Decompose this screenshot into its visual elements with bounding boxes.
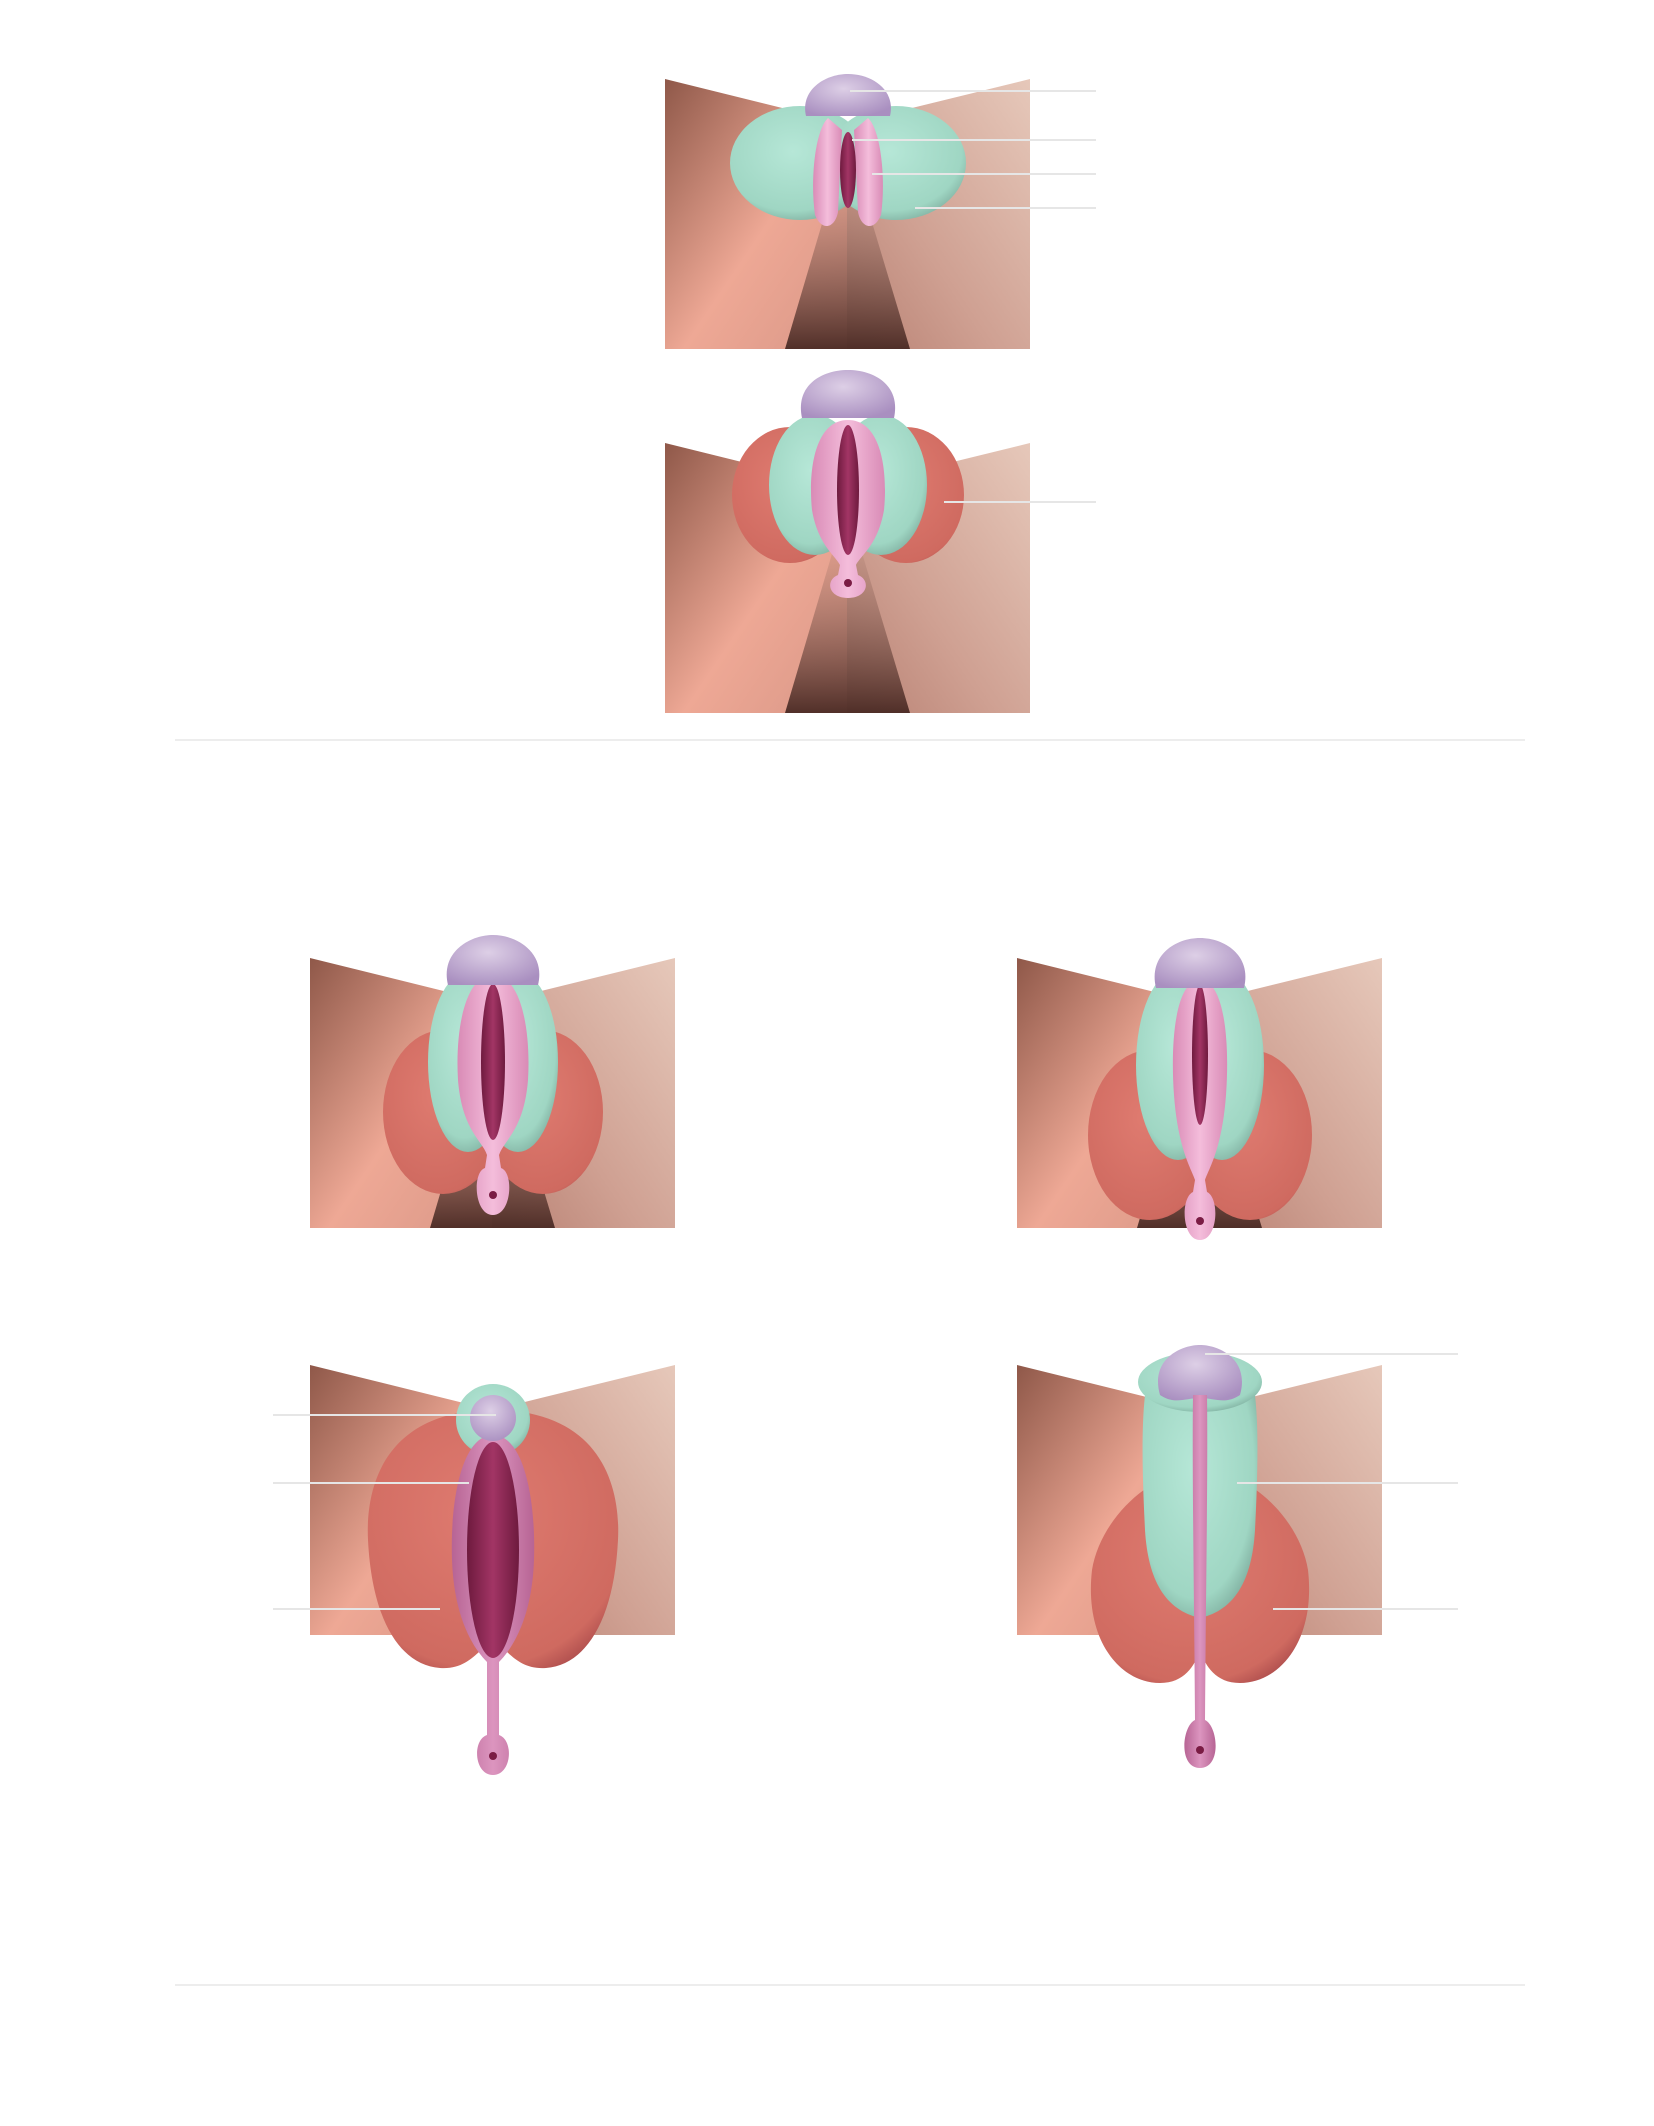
panel-stage-intermediate <box>665 370 1096 713</box>
penile-raphe <box>1184 1395 1216 1768</box>
anal-pit <box>1196 1217 1204 1225</box>
glans-penis <box>1158 1345 1242 1401</box>
clitoris <box>470 1395 516 1441</box>
genital-tubercle <box>1154 938 1246 988</box>
urogenital-groove <box>1192 985 1208 1125</box>
panel-stage-early <box>665 74 1096 349</box>
urogenital-groove <box>837 425 859 555</box>
urogenital-groove <box>840 132 856 208</box>
urethral-fold-left <box>813 118 842 227</box>
genital-tubercle <box>805 74 891 116</box>
anus <box>1196 1746 1204 1754</box>
leader-lines-panel-1 <box>850 90 1096 209</box>
panel-stage-female <box>273 1365 675 1775</box>
anus <box>489 1752 497 1760</box>
vestibule <box>467 1442 519 1658</box>
anal-pit <box>489 1191 497 1199</box>
anal-pit <box>844 579 852 587</box>
urogenital-groove <box>481 984 505 1140</box>
urethral-fold-right <box>854 118 883 227</box>
leader-lines-panel-6 <box>1205 1353 1458 1610</box>
panel-stage-later-b <box>1017 938 1382 1240</box>
panel-stage-male <box>1017 1345 1458 1768</box>
panel-stage-later-a <box>310 935 675 1228</box>
genital-tubercle <box>446 935 540 985</box>
leader-lines-panel-5 <box>273 1414 496 1610</box>
genital-tubercle <box>800 370 896 418</box>
